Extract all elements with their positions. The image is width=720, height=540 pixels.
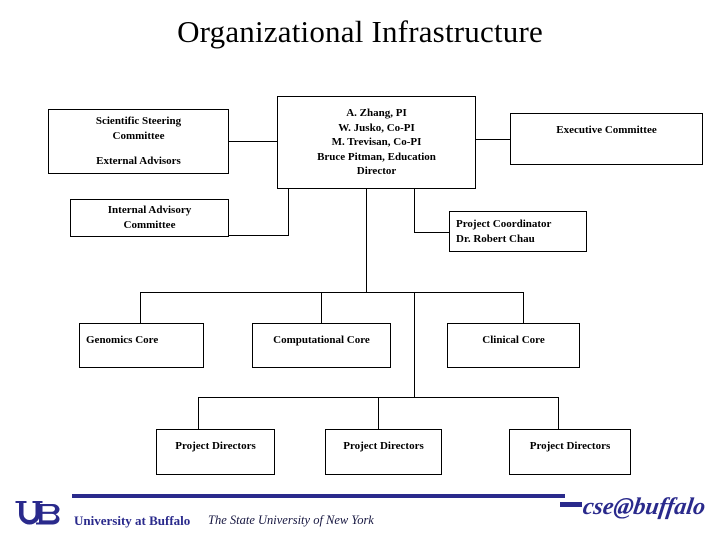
box-leadership[interactable]: A. Zhang, PI W. Jusko, Co-PI M. Trevisan… xyxy=(277,96,476,189)
internal-advisory-line-1: Internal Advisory xyxy=(107,204,192,217)
core-bus-horizontal xyxy=(140,292,524,293)
box-project-coordinator[interactable]: Project Coordinator Dr. Robert Chau xyxy=(449,211,587,252)
project-coordinator-line-2: Dr. Robert Chau xyxy=(456,232,535,245)
connector-leadership-down-left xyxy=(288,188,289,235)
box-clinical-core[interactable]: Clinical Core xyxy=(447,323,580,368)
svg-text:cse@buffalo: cse@buffalo xyxy=(581,494,707,520)
leadership-line-2: W. Jusko, Co-PI xyxy=(338,121,415,134)
footer-university-name: University at Buffalo xyxy=(74,513,191,528)
clinical-core-label: Clinical Core xyxy=(482,334,545,346)
genomics-core-label: Genomics Core xyxy=(86,334,159,346)
footer-university-tagline: The State University of New York xyxy=(208,513,374,527)
connector-steering-to-leadership xyxy=(228,141,277,142)
project-directors-3-label: Project Directors xyxy=(529,440,611,452)
computational-core-label: Computational Core xyxy=(273,334,370,346)
external-advisors-label: External Advisors xyxy=(96,155,181,168)
leadership-line-1: A. Zhang, PI xyxy=(346,107,407,120)
directors-bus-stub-3 xyxy=(558,397,559,429)
box-genomics-core[interactable]: Genomics Core xyxy=(79,323,204,368)
box-project-directors-1[interactable]: Project Directors xyxy=(156,429,275,475)
cse-buffalo-logo-icon: cse@buffalo xyxy=(560,486,712,526)
leadership-line-4: Bruce Pitman, Education xyxy=(317,150,436,163)
box-project-directors-3[interactable]: Project Directors xyxy=(509,429,631,475)
core-bus-stub-genomics xyxy=(140,292,141,323)
scientific-steering-line-1: Scientific Steering xyxy=(95,115,182,128)
box-executive-committee[interactable]: Executive Committee xyxy=(510,113,703,165)
connector-down-right-to-project-coordinator xyxy=(414,232,449,233)
scientific-steering-line-2: Committee xyxy=(112,129,165,142)
leadership-line-5: Director xyxy=(356,165,397,178)
connector-leadership-to-executive xyxy=(475,139,510,140)
project-directors-1-label: Project Directors xyxy=(175,440,256,452)
connector-core-bus-to-directors-bus xyxy=(414,292,415,397)
directors-bus-stub-2 xyxy=(378,397,379,429)
core-bus-stub-computational xyxy=(321,292,322,323)
footer-divider-rule xyxy=(72,494,565,498)
core-bus-stub-clinical xyxy=(523,292,524,323)
connector-down-left-to-internal-advisory xyxy=(228,235,289,236)
directors-bus-stub-1 xyxy=(198,397,199,429)
box-scientific-steering-committee[interactable]: Scientific Steering Committee External A… xyxy=(48,109,229,174)
project-directors-2-label: Project Directors xyxy=(343,440,424,452)
page-title: Organizational Infrastructure xyxy=(177,14,543,49)
box-internal-advisory-committee[interactable]: Internal Advisory Committee xyxy=(70,199,229,237)
box-computational-core[interactable]: Computational Core xyxy=(252,323,391,368)
connector-leadership-down-center xyxy=(366,188,367,293)
ub-logo-icon xyxy=(14,498,66,531)
project-coordinator-line-1: Project Coordinator xyxy=(456,217,552,230)
box-project-directors-2[interactable]: Project Directors xyxy=(325,429,442,475)
leadership-line-3: M. Trevisan, Co-PI xyxy=(331,136,422,149)
internal-advisory-line-2: Committee xyxy=(123,219,176,231)
executive-committee-label: Executive Committee xyxy=(556,124,657,136)
connector-leadership-down-right xyxy=(414,188,415,232)
